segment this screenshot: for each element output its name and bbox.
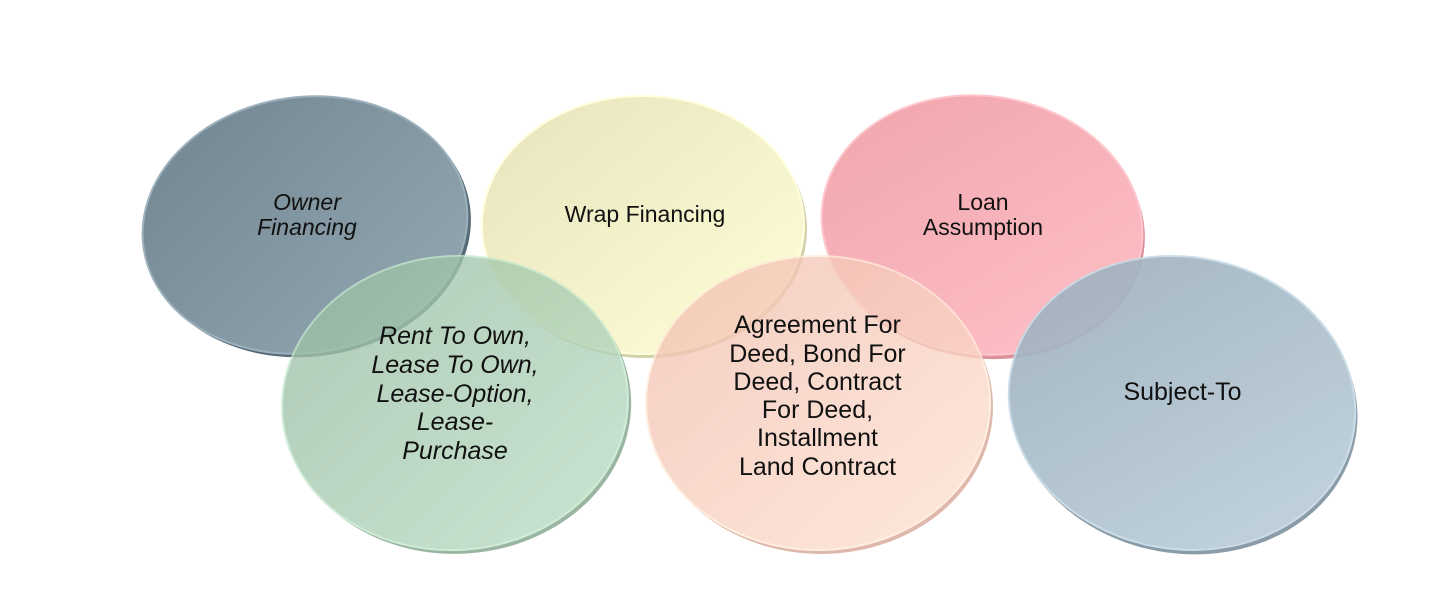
disc-face-subject-to (1007, 255, 1357, 551)
disc-agreement-for-deed (645, 255, 993, 554)
disc-rent-to-own (281, 254, 632, 554)
disc-face-rent-to-own (281, 254, 629, 552)
disc-face-agreement-for-deed (645, 255, 991, 551)
disc-subject-to (1007, 255, 1358, 555)
